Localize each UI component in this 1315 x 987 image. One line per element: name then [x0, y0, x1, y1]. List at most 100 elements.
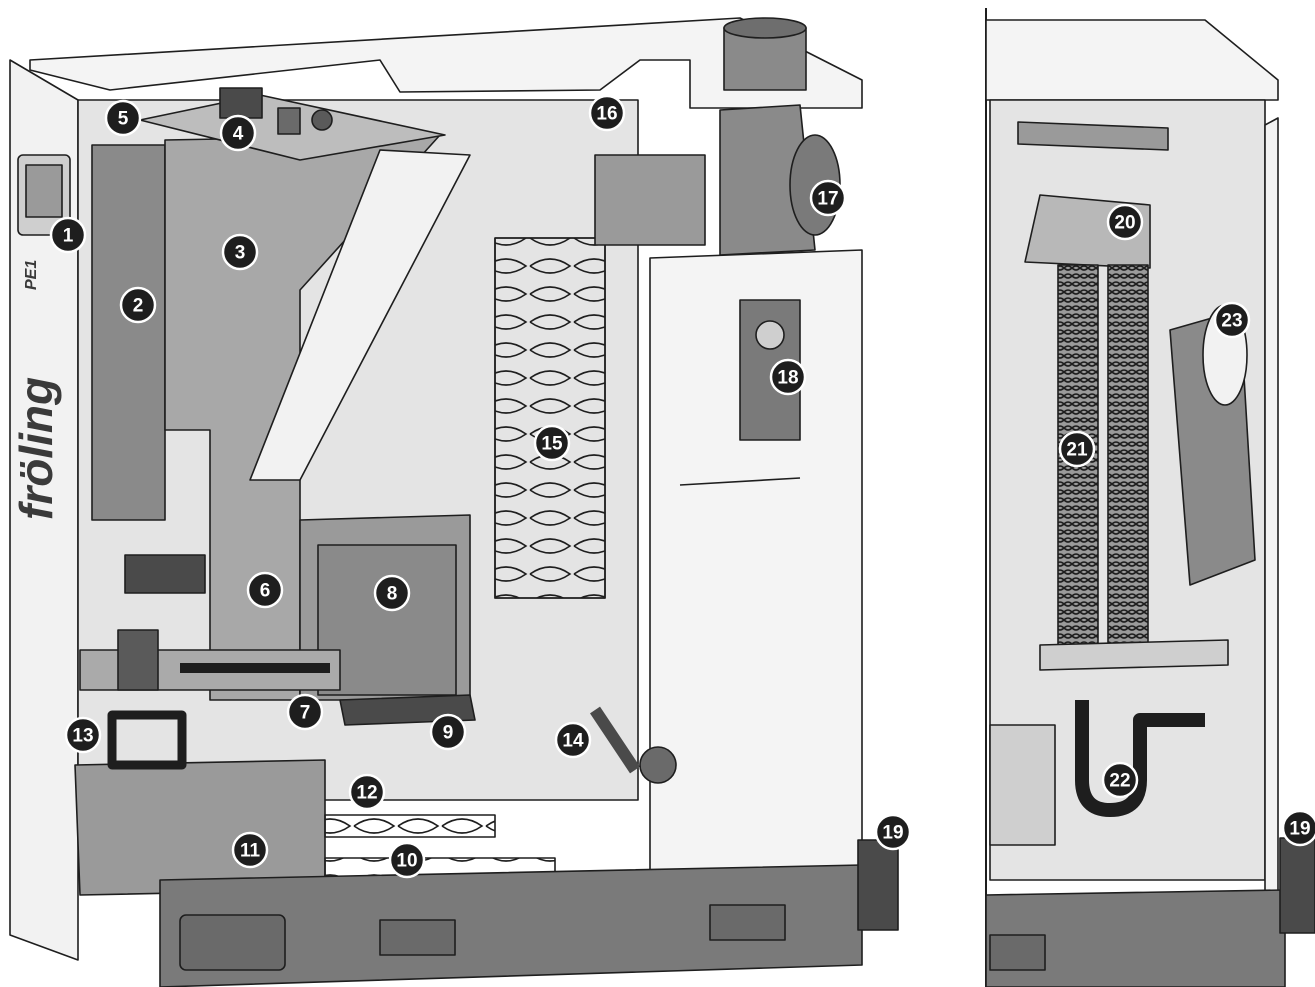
right-top-lid — [985, 19, 1279, 101]
callout-circle — [1213, 301, 1251, 339]
callout-19b: 19 — [1281, 809, 1315, 847]
brand-logo: fröling — [10, 377, 62, 520]
callout-label: 22 — [1109, 771, 1130, 792]
callout-circle — [533, 424, 571, 462]
right-side-panel — [1264, 117, 1279, 901]
callout-label: 8 — [387, 584, 398, 605]
callout-20: 20 — [1106, 203, 1144, 241]
callout-label: 23 — [1221, 311, 1242, 332]
ash-box — [74, 759, 326, 896]
callout-circle — [348, 773, 386, 811]
callout-2: 2 — [119, 286, 157, 324]
callout-label: 10 — [396, 851, 417, 872]
callout-circle — [49, 216, 87, 254]
callout-10: 10 — [388, 841, 426, 879]
callout-18: 18 — [769, 358, 807, 396]
callout-22: 22 — [1101, 761, 1139, 799]
callout-circle — [219, 114, 257, 152]
callout-label: 13 — [72, 726, 93, 747]
callout-label: 7 — [300, 703, 311, 724]
flue-pipe — [723, 27, 807, 91]
callout-circle — [286, 693, 324, 731]
callout-circle — [231, 831, 269, 869]
callout-label: 9 — [443, 723, 454, 744]
callout-4: 4 — [219, 114, 257, 152]
callout-14: 14 — [554, 721, 592, 759]
return-pipe — [857, 839, 899, 931]
left-view: fröling PE1 — [9, 17, 899, 987]
callout-circle — [588, 94, 626, 132]
callout-circle — [1281, 809, 1315, 847]
callout-label: 12 — [356, 783, 377, 804]
callout-1: 1 — [49, 216, 87, 254]
callout-label: 1 — [63, 226, 74, 247]
callout-16: 16 — [588, 94, 626, 132]
callout-11: 11 — [231, 831, 269, 869]
callout-label: 14 — [562, 731, 584, 752]
callout-7: 7 — [286, 693, 324, 731]
inlet-chute — [249, 149, 471, 481]
control-box — [989, 724, 1056, 846]
callout-label: 19 — [1289, 819, 1310, 840]
callout-6: 6 — [246, 571, 284, 609]
callout-23: 23 — [1213, 301, 1251, 339]
callout-21: 21 — [1058, 430, 1096, 468]
callout-circle — [554, 721, 592, 759]
callout-label: 2 — [133, 296, 144, 317]
callout-circle — [373, 574, 411, 612]
callout-circle — [388, 841, 426, 879]
callout-13: 13 — [64, 716, 102, 754]
right-view — [985, 19, 1315, 987]
right-base-frame — [985, 889, 1286, 987]
base-frame — [159, 864, 863, 987]
callout-17: 17 — [809, 179, 847, 217]
callout-label: 17 — [817, 189, 838, 210]
callout-label: 19 — [882, 823, 903, 844]
top-lid — [29, 17, 863, 109]
callout-label: 5 — [118, 109, 129, 130]
callout-circle — [119, 286, 157, 324]
callout-circle — [874, 813, 912, 851]
turbulators — [594, 154, 706, 246]
callout-label: 4 — [233, 124, 244, 145]
callout-circle — [429, 713, 467, 751]
callout-circle — [809, 179, 847, 217]
callout-circle — [1106, 203, 1144, 241]
exchanger-top-plate — [1017, 121, 1169, 151]
callout-circle — [1058, 430, 1096, 468]
model-logo: PE1 — [23, 260, 40, 290]
suction-channel — [91, 144, 166, 521]
callout-circle — [221, 233, 259, 271]
callout-label: 20 — [1114, 213, 1135, 234]
callout-19: 19 — [874, 813, 912, 851]
callout-label: 6 — [260, 581, 271, 602]
exchanger-coil-right — [1107, 264, 1149, 646]
sensor-probe — [590, 706, 640, 774]
ash-screw-upper — [324, 814, 496, 838]
callout-circle — [246, 571, 284, 609]
callout-3: 3 — [221, 233, 259, 271]
callout-circle — [769, 358, 807, 396]
exhaust-fan — [719, 104, 816, 256]
callout-label: 3 — [235, 243, 246, 264]
actuator — [124, 554, 206, 594]
callout-label: 11 — [240, 841, 261, 862]
callout-label: 18 — [777, 368, 798, 389]
heat-exchanger — [494, 237, 606, 599]
right-return-pipe — [1279, 837, 1315, 934]
callout-8: 8 — [373, 574, 411, 612]
condensate-trap — [1075, 700, 1205, 817]
callout-label: 16 — [596, 104, 617, 125]
left-side-panel — [9, 59, 79, 961]
callout-5: 5 — [104, 99, 142, 137]
callout-circle — [64, 716, 102, 754]
callout-label: 15 — [541, 434, 563, 455]
callout-circle — [1101, 761, 1139, 799]
callout-15: 15 — [533, 424, 571, 462]
callout-circle — [104, 99, 142, 137]
callout-9: 9 — [429, 713, 467, 751]
callout-label: 21 — [1066, 440, 1088, 461]
